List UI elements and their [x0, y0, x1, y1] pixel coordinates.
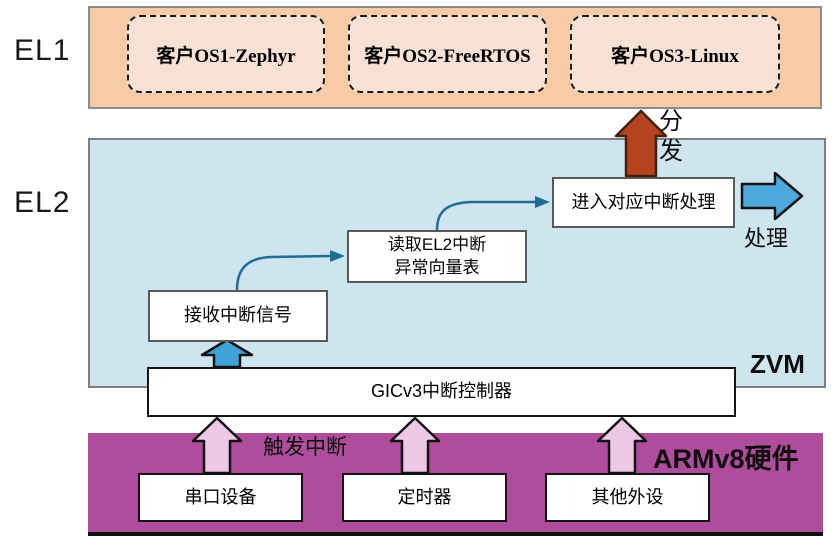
el1-label: EL1 — [14, 34, 71, 67]
uart-device-box: 串口设备 — [138, 473, 303, 522]
gicv3-controller-box: GICv3中断控制器 — [147, 367, 736, 417]
gicv3-controller-label: GICv3中断控制器 — [370, 381, 512, 402]
receive-interrupt-box: 接收中断信号 — [148, 290, 328, 342]
armv8-hardware-label: ARMv8硬件 — [653, 444, 799, 474]
dispatch-label: 分发 — [659, 108, 683, 165]
trigger-interrupt-label: 触发中断 — [263, 436, 347, 459]
read-vector-table-box: 读取EL2中断 异常向量表 — [347, 230, 527, 283]
read-vector-line2: 异常向量表 — [394, 257, 480, 277]
timer-device-box: 定时器 — [342, 473, 507, 522]
zvm-label: ZVM — [750, 349, 805, 379]
guest-os1-box: 客户OS1-Zephyr — [127, 15, 325, 93]
other-peripheral-box: 其他外设 — [545, 473, 710, 522]
timer-device-label: 定时器 — [397, 486, 452, 507]
enter-handler-label: 进入对应中断处理 — [571, 191, 716, 212]
guest-os1-label: 客户OS1-Zephyr — [156, 45, 296, 67]
uart-device-label: 串口设备 — [184, 486, 257, 507]
handle-label: 处理 — [744, 226, 789, 251]
receive-interrupt-label: 接收中断信号 — [184, 305, 292, 326]
read-vector-line1: 读取EL2中断 — [387, 235, 487, 255]
guest-os2-label: 客户OS2-FreeRTOS — [364, 45, 531, 67]
enter-handler-box: 进入对应中断处理 — [552, 177, 735, 228]
el2-label: EL2 — [14, 186, 71, 219]
other-peripheral-label: 其他外设 — [591, 486, 664, 507]
guest-os3-box: 客户OS3-Linux — [570, 15, 780, 93]
guest-os2-box: 客户OS2-FreeRTOS — [348, 15, 547, 93]
guest-os3-label: 客户OS3-Linux — [611, 45, 739, 67]
